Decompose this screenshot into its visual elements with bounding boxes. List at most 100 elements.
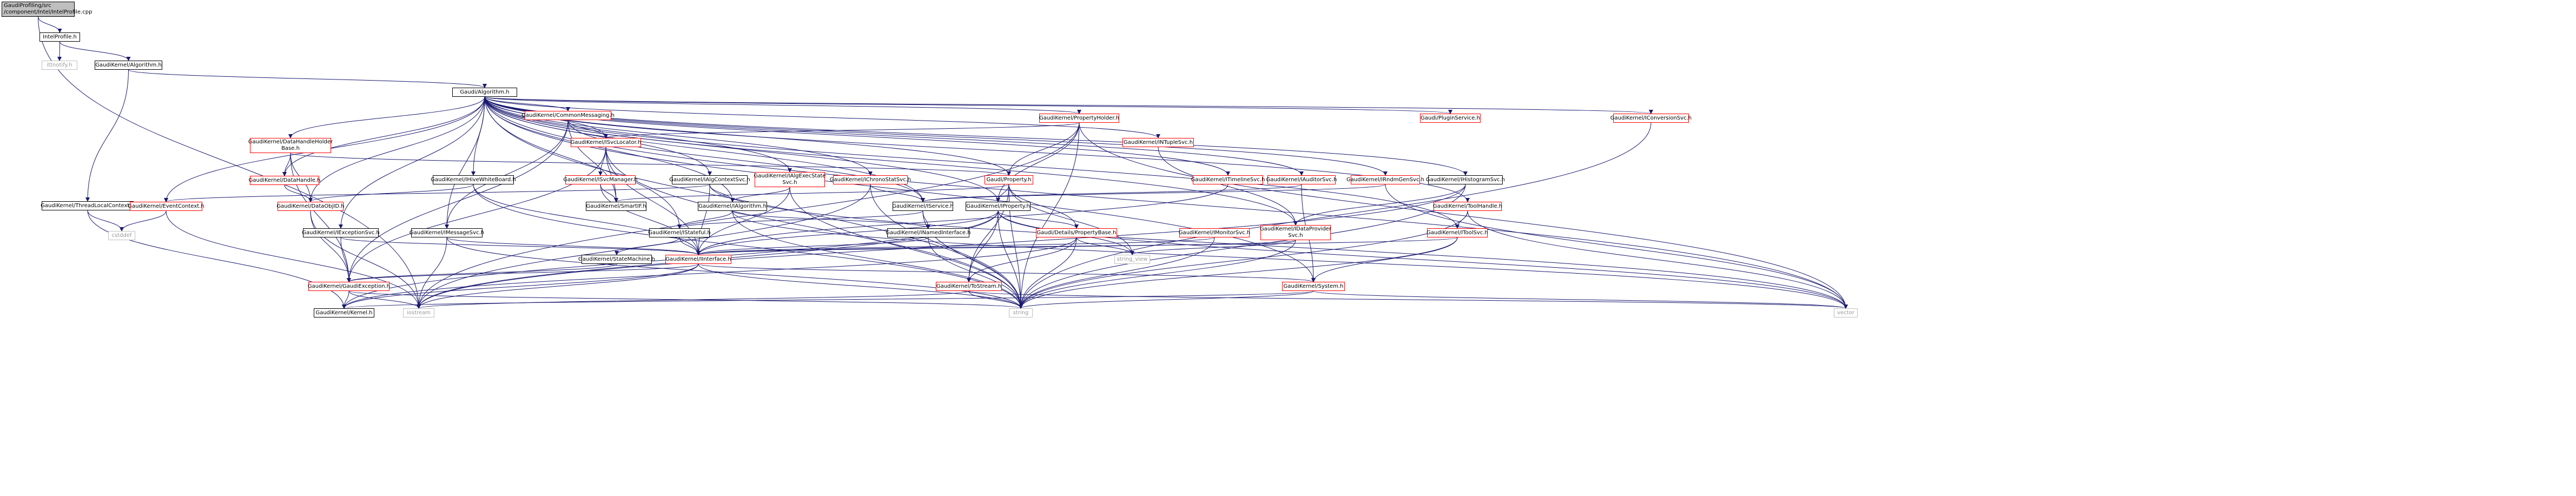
graph-node-ittnotify[interactable]: ittnotify.h	[42, 61, 77, 70]
graph-edge-commsg-to-imsgsvc	[445, 120, 569, 229]
graph-edge-ialgctx-to-vector	[709, 184, 1848, 309]
graph-edge-iservice-to-inamed	[922, 210, 930, 229]
graph-edge-galg-to-idataprov	[484, 96, 1298, 226]
graph-edge-isvcloc-to-smartif	[605, 147, 618, 202]
graph-node-kernel[interactable]: GaudiKernel/Kernel.h	[314, 308, 374, 318]
graph-node-iproperty[interactable]: GaudiKernel/IProperty.h	[966, 202, 1031, 211]
graph-edge-idataprov-to-string	[1019, 240, 1296, 309]
graph-node-intelprofile[interactable]: IntelProfile.h	[39, 32, 80, 42]
graph-edge-intelprofile-to-kalg	[60, 41, 131, 61]
graph-node-iexcsvc[interactable]: GaudiKernel/IExceptionSvc.h	[302, 228, 380, 237]
graph-node-imonitor[interactable]: GaudiKernel/IMonitorSvc.h	[1179, 228, 1250, 237]
graph-edge-tostream-to-vector	[968, 290, 1848, 309]
graph-edge-pbase-to-string	[1019, 237, 1077, 309]
graph-edge-iinterface-to-iostream	[417, 263, 699, 309]
graph-edge-ialgexec-to-string	[789, 187, 1023, 309]
graph-node-commsg[interactable]: GaudiKernel/CommonMessaging.h	[521, 111, 615, 120]
graph-edge-itimeline-to-iinterface	[696, 184, 1228, 255]
graph-edge-dataobjid-to-gexc	[310, 210, 351, 282]
graph-node-iinterface[interactable]: GaudiKernel/IInterface.h	[665, 255, 731, 264]
graph-node-ialgctx[interactable]: GaudiKernel/IAlgContextSvc.h	[669, 175, 750, 184]
graph-edge-statemachine-to-gexc	[347, 263, 617, 282]
graph-node-tlc[interactable]: GaudiKernel/ThreadLocalContext.h	[41, 201, 135, 210]
graph-edge-iproperty-to-tostream	[967, 210, 999, 282]
graph-edge-pbase-to-kernel	[342, 237, 1077, 309]
graph-edge-propholder-to-iproperty	[996, 122, 1080, 202]
graph-node-iauditor[interactable]: GaudiKernel/IAuditorSvc.h	[1266, 175, 1337, 184]
graph-node-dh[interactable]: GaudiKernel/DataHandle.h	[249, 176, 320, 185]
graph-edge-ialgctx-to-eventctx	[164, 184, 710, 202]
graph-node-ichrono[interactable]: GaudiKernel/IChronoStatSvc.h	[830, 175, 911, 184]
graph-node-kalg[interactable]: GaudiKernel/Algorithm.h	[95, 61, 162, 70]
graph-node-root[interactable]: GaudiProfiling/src /component/Intel/Inte…	[2, 2, 92, 17]
graph-node-cstddef[interactable]: cstddef	[108, 231, 135, 240]
graph-edge-tostream-to-iostream	[417, 290, 969, 309]
graph-node-gprop[interactable]: Gaudi/Property.h	[985, 175, 1033, 184]
graph-edge-galg-to-propholder	[484, 96, 1081, 114]
graph-edge-gprop-to-pbase	[1008, 184, 1079, 229]
graph-edge-galg-to-iconv	[484, 96, 1653, 114]
graph-edge-system-to-string	[1019, 290, 1314, 309]
graph-node-itimeline[interactable]: GaudiKernel/ITimelineSvc.h	[1191, 175, 1265, 184]
graph-node-propholder[interactable]: GaudiKernel/PropertyHolder.h	[1039, 114, 1119, 123]
graph-node-system[interactable]: GaudiKernel/System.h	[1282, 282, 1345, 291]
graph-edge-iservice-to-istateful	[677, 210, 923, 229]
graph-node-dataobjid[interactable]: GaudiKernel/DataObjID.h	[276, 202, 345, 211]
graph-node-irndm[interactable]: GaudiKernel/IRndmGenSvc.h	[1346, 175, 1424, 184]
graph-node-iservice[interactable]: GaudiKernel/IService.h	[892, 202, 954, 211]
graph-node-eventctx[interactable]: GaudiKernel/EventContext.h	[128, 202, 204, 211]
graph-edge-iproperty-to-iinterface	[696, 210, 999, 255]
graph-node-vector[interactable]: vector	[1834, 308, 1858, 318]
graph-edge-toolhandle-to-string	[1019, 210, 1468, 309]
graph-node-pbase[interactable]: Gaudi/Details/PropertyBase.h	[1036, 228, 1117, 237]
graph-edge-kalg-to-tlc	[85, 69, 129, 202]
graph-edge-commsg-to-iservice	[567, 120, 925, 202]
graph-node-istateful[interactable]: GaudiKernel/IStateful.h	[648, 228, 711, 237]
graph-edge-galg-to-commsg	[484, 96, 570, 111]
graph-edge-istateful-to-statemachine	[615, 237, 680, 255]
graph-node-isvcmgr[interactable]: GaudiKernel/ISvcManager.h	[563, 175, 638, 184]
graph-node-iconv[interactable]: GaudiKernel/IConversionSvc.h	[1610, 114, 1692, 123]
graph-edge-galg-to-intuple	[484, 96, 1160, 138]
graph-node-ihisto[interactable]: GaudiKernel/IHistogramSvc.h	[1426, 175, 1505, 184]
graph-edge-eventctx-to-iostream	[166, 210, 421, 309]
graph-edge-imsgsvc-to-iinterface	[446, 237, 701, 255]
graph-node-itoolsvc[interactable]: GaudiKernel/IToolSvc.h	[1426, 228, 1488, 237]
graph-edge-ialgorithm-to-string	[732, 210, 1023, 309]
graph-edge-iinterface-to-gexc	[347, 263, 699, 282]
graph-node-idataprov[interactable]: GaudiKernel/IDataProvider Svc.h	[1260, 225, 1331, 240]
graph-edge-propholder-to-gprop	[1007, 122, 1080, 176]
graph-node-galg[interactable]: Gaudi/Algorithm.h	[452, 88, 517, 97]
graph-node-gexc[interactable]: GaudiKernel/GaudiException.h	[308, 282, 390, 291]
graph-node-pluginsvc[interactable]: Gaudi/PluginService.h	[1420, 114, 1481, 123]
graph-edge-commsg-to-smartif	[567, 120, 618, 202]
graph-edge-root-to-iostream	[38, 16, 421, 309]
graph-edge-iproperty-to-string	[998, 210, 1023, 309]
graph-node-ialgorithm[interactable]: GaudiKernel/IAlgorithm.h	[698, 202, 767, 211]
graph-node-statemachine[interactable]: GaudiKernel/StateMachine.h	[578, 255, 655, 264]
graph-edge-galg-to-vector	[484, 96, 1848, 309]
graph-node-dhhb[interactable]: GaudiKernel/DataHandleHolder Base.h	[248, 138, 333, 153]
graph-node-string_view[interactable]: string_view	[1114, 255, 1150, 264]
graph-edge-imsgsvc-to-string	[446, 237, 1023, 309]
graph-edge-isvcloc-to-gexc	[347, 147, 606, 282]
graph-node-tostream[interactable]: GaudiKernel/ToStream.h	[936, 282, 1002, 291]
graph-edge-imonitor-to-iinterface	[696, 237, 1215, 255]
graph-edge-ialgctx-to-iinterface	[696, 184, 710, 255]
graph-node-ihwb[interactable]: GaudiKernel/IHiveWhiteBoard.h	[431, 175, 516, 184]
graph-edge-idataprov-to-iinterface	[696, 240, 1296, 255]
graph-edge-commsg-to-gexc	[347, 120, 569, 282]
graph-edge-iinterface-to-string	[698, 263, 1023, 309]
graph-edge-propholder-to-string	[1019, 122, 1080, 309]
graph-node-intuple[interactable]: GaudiKernel/INTupleSvc.h	[1122, 138, 1194, 147]
graph-node-smartif[interactable]: GaudiKernel/SmartIF.h	[586, 202, 646, 211]
graph-edge-galg-to-itoolsvc	[484, 96, 1459, 229]
graph-edge-galg-to-dh	[282, 96, 485, 176]
graph-node-iostream[interactable]: iostream	[403, 308, 434, 318]
graph-node-ialgexec[interactable]: GaudiKernel/IAlgExecState Svc.h	[754, 172, 826, 187]
graph-node-toolhandle[interactable]: GaudiKernel/ToolHandle.h	[1433, 202, 1502, 211]
graph-node-string[interactable]: string	[1009, 308, 1033, 318]
graph-node-imsgsvc[interactable]: GaudiKernel/IMessageSvc.h	[409, 228, 484, 237]
graph-node-inamed[interactable]: GaudiKernel/INamedInterface.h	[886, 228, 971, 237]
graph-node-isvcloc[interactable]: GaudiKernel/ISvcLocator.h	[571, 138, 641, 147]
